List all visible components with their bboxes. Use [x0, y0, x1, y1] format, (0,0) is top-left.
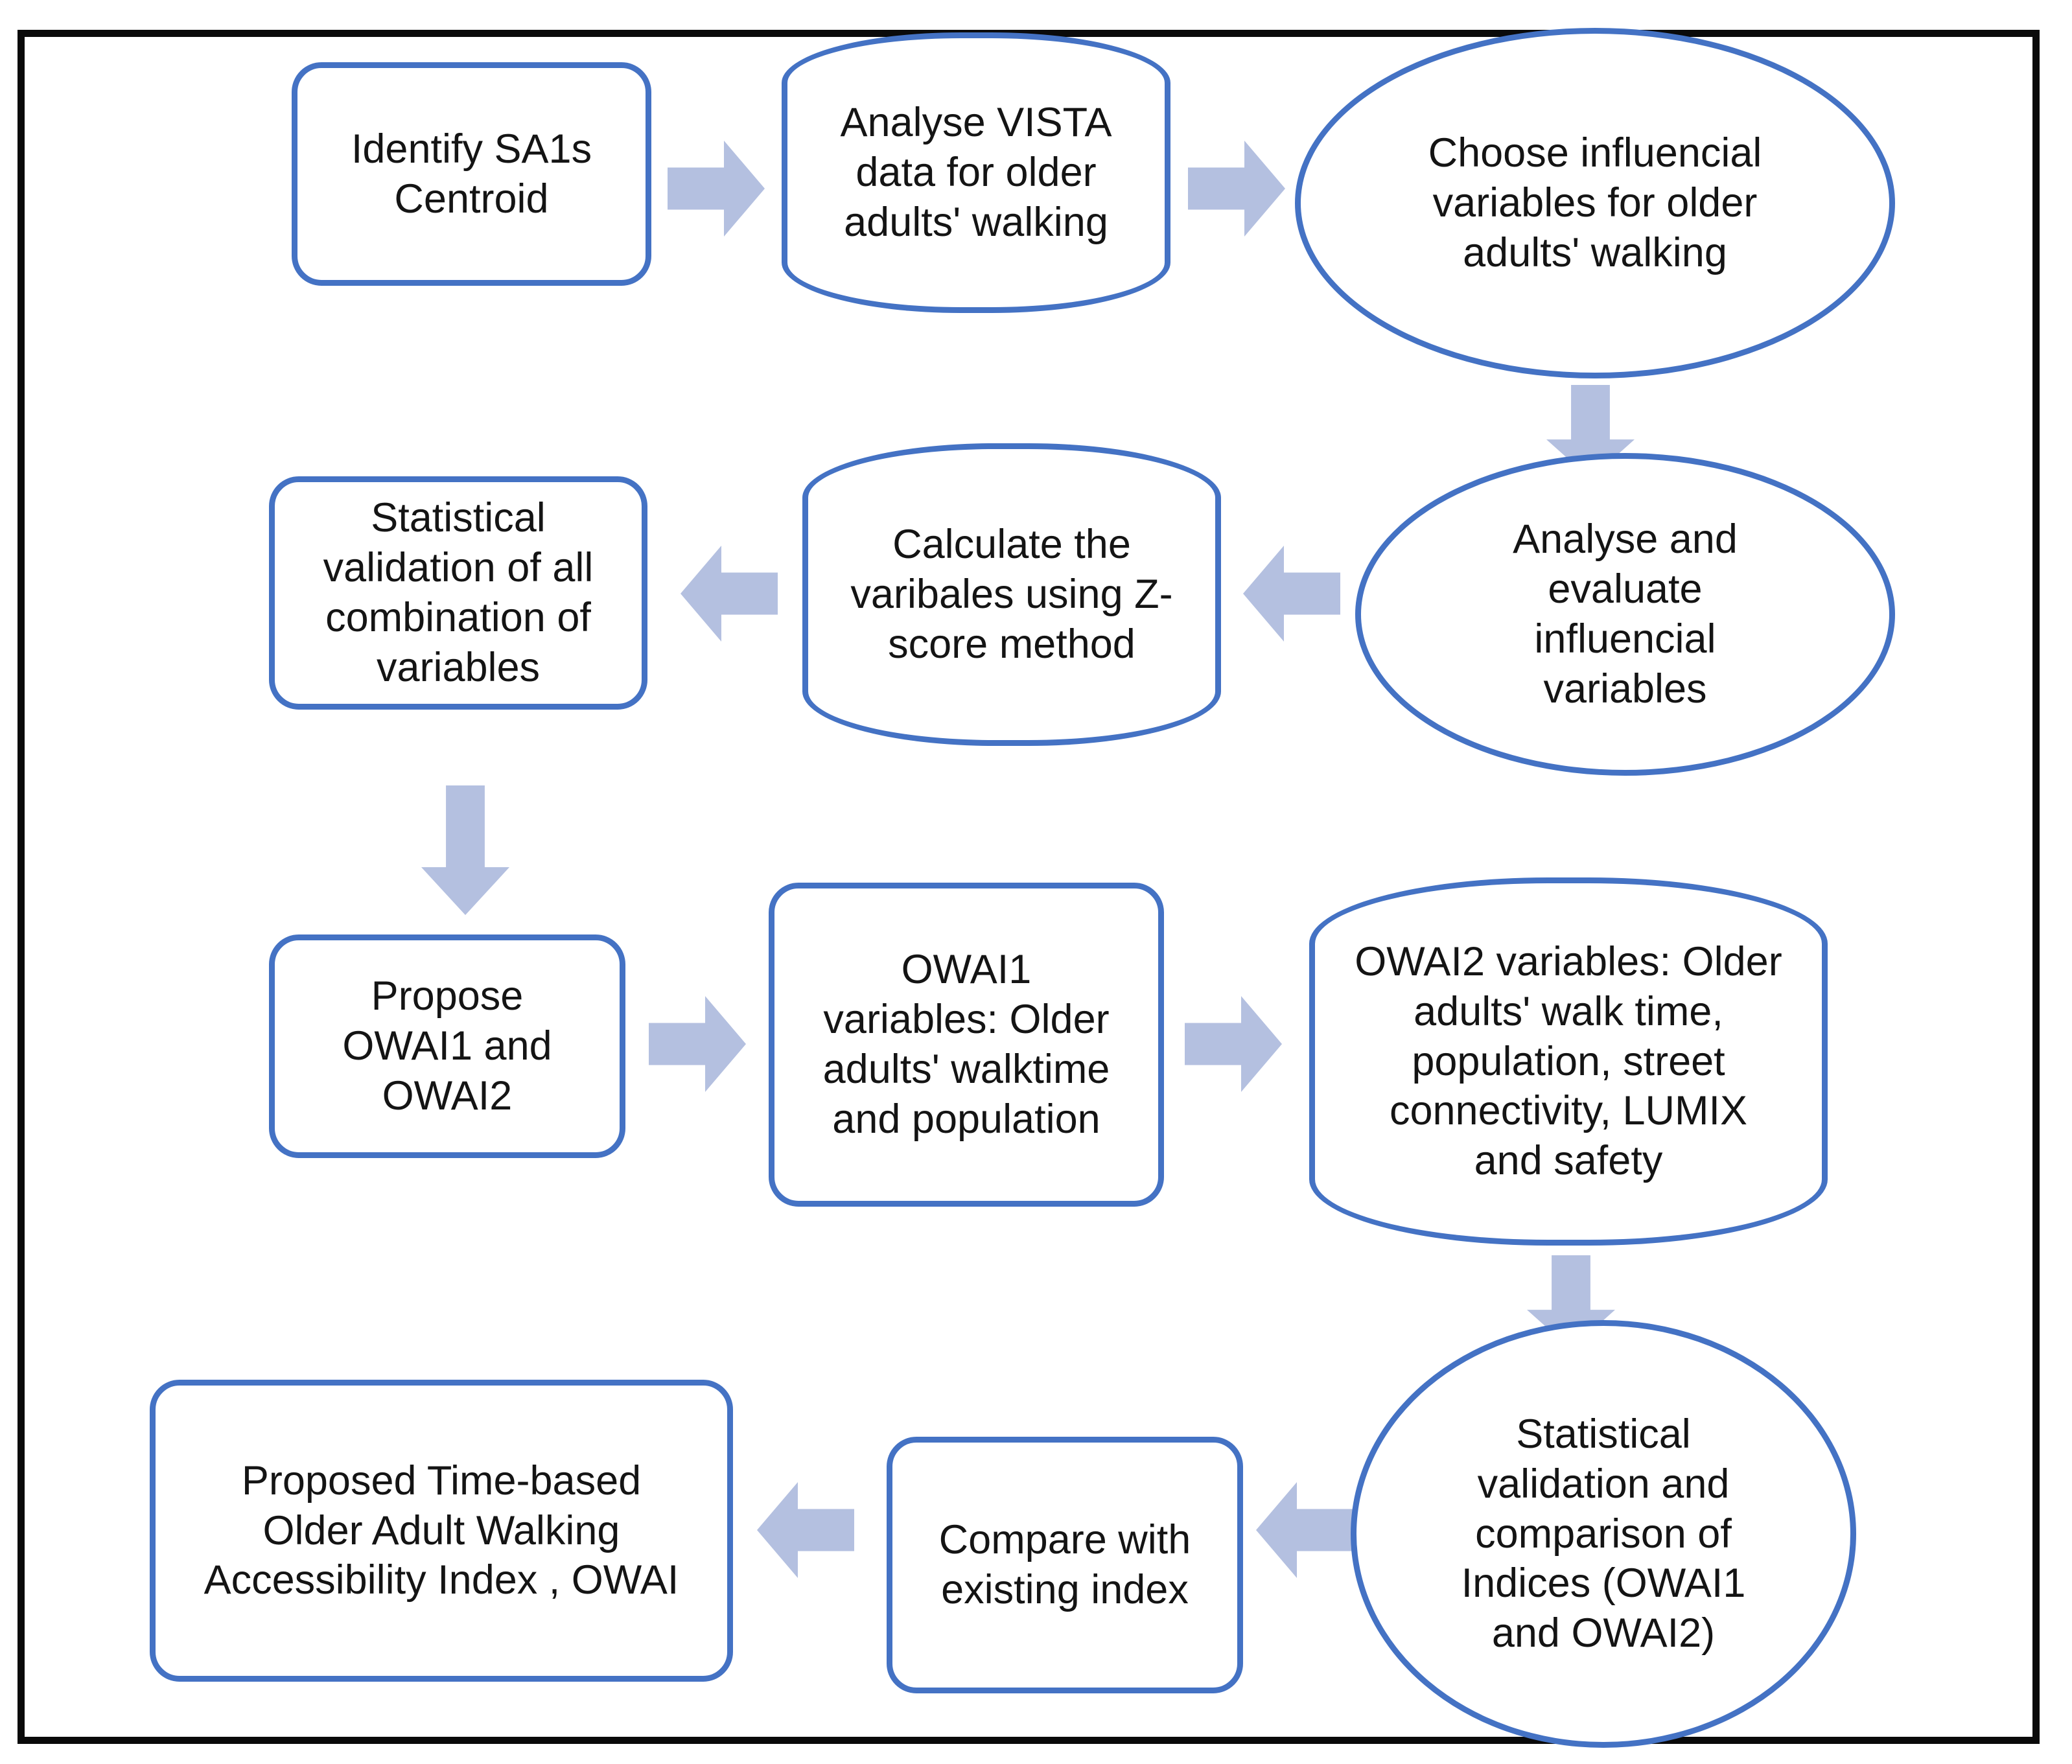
node-label: OWAI2 variables: Older adults' walk time… [1355, 938, 1782, 1184]
node-label: Statistical validation and comparison of… [1461, 1411, 1746, 1656]
node-proposed-owai[interactable]: Proposed Time-based Older Adult Walking … [150, 1380, 733, 1682]
node-label: Analyse VISTA data for older adults' wal… [840, 100, 1112, 245]
node-label: OWAI1 variables: Older adults' walktime … [822, 947, 1110, 1142]
arrow-right-icon [668, 141, 765, 237]
node-choose-influencial-variables[interactable]: Choose influencial variables for older a… [1295, 28, 1895, 378]
node-label: Propose OWAI1 and OWAI2 [342, 973, 552, 1119]
node-propose-owai1-owai2[interactable]: Propose OWAI1 and OWAI2 [269, 934, 625, 1158]
node-label: Compare with existing index [938, 1517, 1191, 1612]
arrow-right-icon [1188, 141, 1285, 237]
node-calculate-variables-zscore[interactable]: Calculate the varibales using Z- score m… [802, 443, 1221, 746]
node-statistical-validation-combinations[interactable]: Statistical validation of all combinatio… [269, 476, 647, 710]
node-statistical-validation-comparison-indices[interactable]: Statistical validation and comparison of… [1351, 1320, 1856, 1748]
diagram-frame: Identify SA1s Centroid Analyse VISTA dat… [17, 28, 2040, 1748]
node-label: Analyse and evaluate influencial variabl… [1513, 516, 1738, 712]
node-label: Choose influencial variables for older a… [1428, 130, 1762, 275]
node-compare-with-existing-index[interactable]: Compare with existing index [887, 1437, 1243, 1693]
arrow-right-icon [649, 996, 746, 1092]
node-owai2-variables[interactable]: OWAI2 variables: Older adults' walk time… [1309, 877, 1828, 1246]
node-owai1-variables[interactable]: OWAI1 variables: Older adults' walktime … [769, 883, 1164, 1207]
node-analyse-vista-data[interactable]: Analyse VISTA data for older adults' wal… [782, 32, 1170, 313]
node-label: Identify SA1s Centroid [351, 126, 592, 222]
arrow-left-icon [681, 546, 778, 642]
arrow-right-icon [1185, 996, 1282, 1092]
arrow-left-icon [757, 1482, 854, 1578]
node-label: Calculate the varibales using Z- score m… [850, 522, 1173, 667]
node-analyse-evaluate-influencial-variables[interactable]: Analyse and evaluate influencial variabl… [1355, 453, 1895, 776]
node-label: Proposed Time-based Older Adult Walking … [204, 1457, 679, 1603]
arrow-left-icon [1243, 546, 1340, 642]
node-label: Statistical validation of all combinatio… [323, 495, 594, 690]
arrow-down-icon [421, 785, 509, 915]
node-identify-sa1s-centroid[interactable]: Identify SA1s Centroid [292, 62, 651, 286]
arrow-left-icon [1256, 1482, 1353, 1578]
